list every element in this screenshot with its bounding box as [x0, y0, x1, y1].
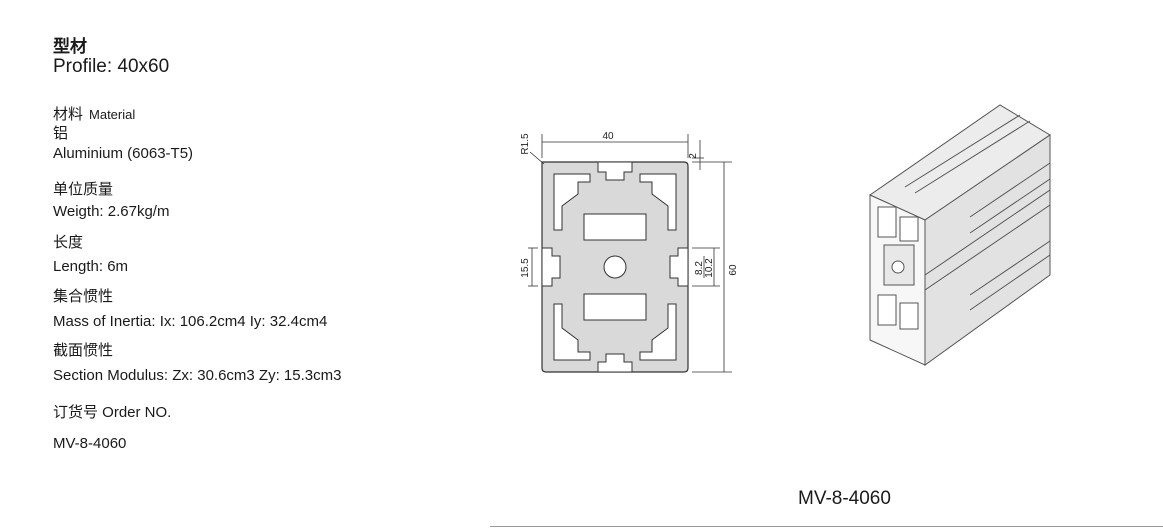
title-cn: 型材 [53, 37, 87, 56]
modulus-value: Section Modulus: Zx: 30.6cm3 Zy: 15.3cm3 [53, 367, 342, 384]
dim-slot-depth: 10.2 [704, 258, 715, 278]
dim-height: 60 [728, 264, 739, 276]
inertia-value: Mass of Inertia: Ix: 106.2cm4 Iy: 32.4cm… [53, 313, 328, 330]
dim-radius: R1.5 [520, 133, 531, 155]
bottom-rule [490, 526, 1163, 527]
order-value: MV-8-4060 [53, 435, 127, 452]
dim-wall: 2 [688, 153, 699, 159]
dim-slot-outer: 15.5 [520, 258, 531, 278]
dim-width: 40 [602, 131, 614, 142]
material-value-cn: 铝 [53, 125, 69, 142]
weight-value: Weigth: 2.67kg/m [53, 203, 170, 220]
order-label: 订货号 Order NO. [53, 404, 172, 421]
profile-cavities [541, 161, 689, 373]
material-label-en: Material [89, 107, 136, 122]
material-label-cn: 材料 [53, 106, 84, 123]
model-number-label: MV-8-4060 [798, 488, 891, 509]
material-value-en: Aluminium (6063-T5) [53, 145, 194, 162]
length-value: Length: 6m [53, 258, 129, 275]
weight-label-cn: 单位质量 [53, 181, 114, 198]
title-en: Profile: 40x60 [53, 56, 170, 77]
isometric-view [868, 104, 1051, 366]
inertia-label-cn: 集合惯性 [53, 288, 114, 305]
dim-slot-inner: 8.2 [694, 261, 705, 275]
material-label-row: 材料 Material [53, 103, 135, 124]
cross-section-drawing: 40 60 R1.5 2 15.5 8.2 10.2 [520, 131, 739, 373]
length-label-cn: 长度 [53, 234, 84, 251]
dimension-lines [528, 134, 732, 373]
modulus-label-cn: 截面惯性 [53, 342, 114, 359]
